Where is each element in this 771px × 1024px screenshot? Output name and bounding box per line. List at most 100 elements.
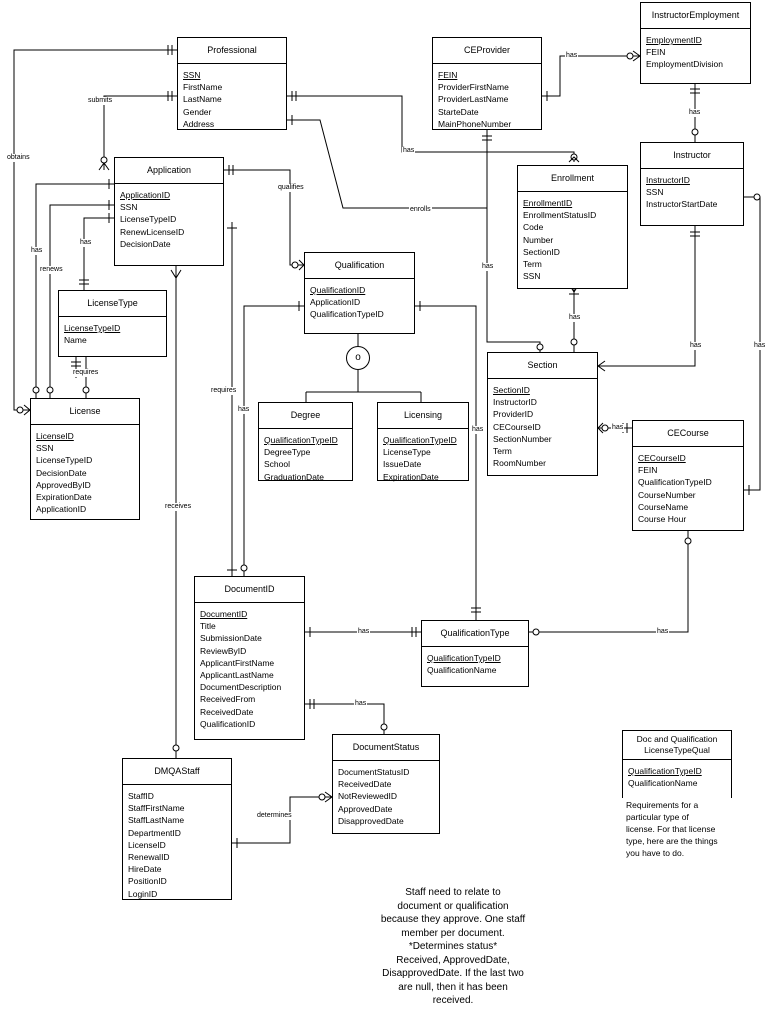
entity-title: Application [115,158,223,184]
entity-attribute: Name [64,335,87,346]
rel-label-qualifies: qualifies [277,184,305,192]
rel-label-requires: requires [72,369,100,377]
entity-attribute: SSN [36,443,54,454]
legend-line: type, here are the things [626,836,718,846]
rel-label-requires: requires [210,387,238,395]
primary-key-attribute: QualificationTypeID [383,435,457,445]
entity-title: LicenseType [59,291,166,317]
entity-title: Licensing [378,403,468,429]
entity-attribute: NotReviewedID [338,791,398,802]
entity-title: DMQAStaff [123,759,231,785]
entity-attribute: Term [493,446,512,457]
rel-label-has: has [688,109,702,117]
entity-title: QualificationType [422,621,528,647]
primary-key-attribute: LicenseID [36,431,74,441]
entity-title: License [31,399,139,425]
entity-attribute: SectionID [523,246,560,257]
entity-attribute: Gender [183,106,212,117]
entity-attribute: QualificationID [200,718,256,729]
entity-attribute: ApplicantFirstName [200,657,275,668]
rel-label-has: has [402,147,416,155]
entity-attribute: ApplicantLastName [200,670,274,681]
entity-attribute: HireDate [128,864,162,875]
entity-attribute: LicenseType [383,447,431,458]
entity-attribute: StarteDate [438,106,479,117]
rel-label-has: has [611,424,625,432]
entity-attribute: IssueDate [383,459,422,470]
entity-attribute: StaffLastName [128,815,185,826]
staff-note: Staff need to relate to document or qual… [353,886,553,1008]
entity-attribute: RoomNumber [493,458,546,469]
entity-title: DocumentID [195,577,304,603]
entity-attribute: CourseName [638,501,689,512]
entity-attribute: DisapprovedDate [338,815,404,826]
rel-label-has: has [471,426,485,434]
entity-title: DocumentStatus [333,735,439,761]
entity-doc-and-qualification: Doc and Qualification LicenseTypeQual Qu… [622,730,732,798]
primary-key-attribute: LicenseTypeID [64,323,121,333]
entity-attribute: MainPhoneNumber [438,118,512,129]
legend-line: Requirements for a [626,800,699,810]
rel-label-receives: receives [164,503,193,511]
entity-title: Qualification [305,253,414,279]
entity-attribute: LicenseTypeID [120,214,177,225]
rel-label-has: has [237,406,251,414]
entity-attribute: SSN [523,271,541,282]
rel-label-has: has [79,239,93,247]
entity-title: InstructorEmployment [641,3,750,29]
entity-attribute: QualificationTypeID [638,477,712,488]
entity-attribute: LastName [183,94,222,105]
entity-attribute: ReceivedFrom [200,694,256,705]
primary-key-attribute: QualificationTypeID [264,435,338,445]
rel-label-has: has [689,342,703,350]
entity-attribute: QualificationTypeID [310,309,384,320]
entity-attribute: School [264,459,290,470]
note-line: Received, ApprovedDate, [396,954,510,966]
entity-title: Doc and Qualification LicenseTypeQual [623,731,731,760]
entity-attribute: InstructorID [493,397,537,408]
entity-title: Instructor [641,143,743,169]
entity-attribute: Course Hour [638,514,687,525]
entity-attribute: DepartmentID [128,827,181,838]
entity-attribute: QualificationName [628,778,698,789]
entity-attribute: FEIN [646,47,666,58]
entity-attribute: FirstName [183,82,223,93]
entity-attribute: ProviderID [493,409,534,420]
entity-attribute: CECourseID [493,421,541,432]
entity-attribute: SSN [120,202,138,213]
entity-attribute: DecisionDate [120,238,171,249]
entity-attribute: DocumentDescription [200,682,282,693]
rel-label-has: has [30,247,44,255]
entity-attribute: InstructorStartDate [646,199,718,210]
entity-attribute: DocumentStatusID [338,767,410,777]
entity-attribute: DecisionDate [36,467,87,478]
primary-key-attribute: ApplicationID [120,190,171,200]
entity-licensing: Licensing QualificationTypeID LicenseType… [377,402,469,482]
note-line: DisapprovedDate. If the last two [382,968,524,979]
entity-attribute: SubmissionDate [200,633,262,644]
entity-attribute: FEIN [638,465,658,476]
rel-label-has: has [753,342,767,350]
entity-attribute: StaffID [128,791,154,801]
primary-key-attribute: CECourseID [638,453,686,463]
note-line: Staff need to relate to [405,887,501,898]
entity-title: Enrollment [518,166,627,192]
entity-attribute: ProviderFirstName [438,82,509,93]
rel-label-has: has [656,628,670,636]
primary-key-attribute: EnrollmentID [523,198,573,208]
rel-label-has: has [357,628,371,636]
entity-licensetype: LicenseType LicenseTypeID Name [58,290,167,357]
primary-key-attribute: EmploymentID [646,35,702,45]
entity-attribute: StaffFirstName [128,803,185,814]
entity-attribute: ExpirationDate [36,492,92,503]
entity-attribute: SSN [646,187,664,198]
